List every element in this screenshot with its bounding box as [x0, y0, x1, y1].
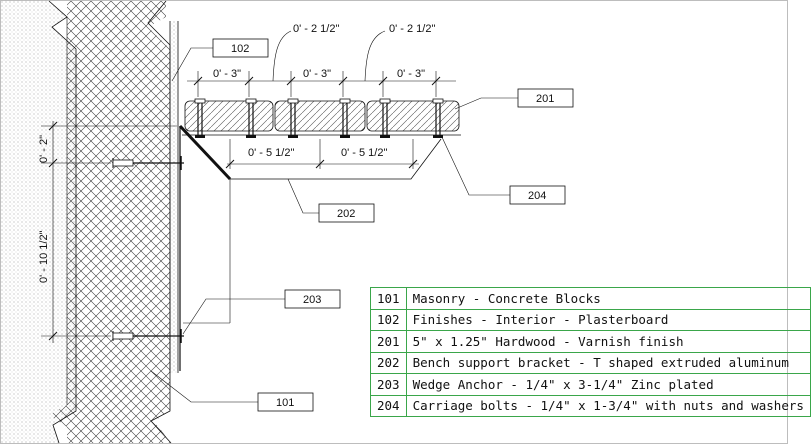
legend-code: 202: [370, 351, 407, 374]
legend-description: Carriage bolts - 1/4" x 1-3/4" with nuts…: [405, 394, 811, 417]
legend-description: Bench support bracket - T shaped extrude…: [405, 351, 811, 374]
masonry-wall: [1, 0, 172, 444]
legend-description: Masonry - Concrete Blocks: [405, 287, 811, 310]
bolt-6: [432, 98, 444, 138]
tag-101-label: 101: [276, 397, 294, 409]
legend-code: 201: [370, 330, 407, 353]
gap-dimension-callouts: 0' - 2 1/2" 0' - 2 1/2": [272, 23, 435, 82]
dim-vertical-large: 0' - 10 1/2": [38, 230, 50, 283]
dim-bolt-spacing-1: 0' - 3": [213, 68, 241, 80]
tag-102: 102: [171, 38, 269, 82]
wedge-anchor-bottom: [112, 329, 184, 343]
legend-code: 204: [370, 394, 407, 417]
dim-gap-right: 0' - 2 1/2": [389, 23, 435, 35]
tag-201: 201: [454, 88, 574, 110]
tag-102-label: 102: [231, 43, 249, 55]
top-dimension-chain: 0' - 3" 0' - 3" 0' - 3": [187, 68, 456, 97]
dim-bolt-spacing-3: 0' - 3": [397, 68, 425, 80]
legend-code: 101: [370, 287, 407, 310]
bolt-5: [379, 98, 391, 138]
hardwood-boards: [184, 100, 460, 132]
dim-bolt-spacing-2: 0' - 3": [303, 68, 331, 80]
carriage-bolts: [194, 98, 444, 138]
tag-203: 203: [182, 289, 341, 335]
bench-section-drawing: 0' - 3" 0' - 3" 0' - 3" 0' - 2 1/2" 0' -…: [1, 0, 574, 444]
legend-code: 203: [370, 373, 407, 396]
tag-204: 204: [440, 134, 566, 205]
bolt-4: [339, 98, 351, 138]
bolt-1: [194, 98, 206, 138]
dim-vertical-small: 0' - 2": [38, 135, 50, 163]
bracket-dimension-chain: 0' - 5 1/2" 0' - 5 1/2": [225, 139, 419, 169]
bolt-3: [287, 98, 299, 138]
wedge-anchor-top: [112, 156, 184, 170]
legend-description: Finishes - Interior - Plasterboard: [405, 308, 811, 331]
plasterboard-finish: [169, 21, 179, 373]
legend-code: 102: [370, 308, 407, 331]
tag-203-label: 203: [303, 294, 321, 306]
tag-201-label: 201: [536, 93, 554, 105]
dim-bracket-right: 0' - 5 1/2": [341, 147, 387, 159]
legend-description: 5" x 1.25" Hardwood - Varnish finish: [405, 330, 811, 353]
legend-description: Wedge Anchor - 1/4" x 3-1/4" Zinc plated: [405, 373, 811, 396]
dim-bracket-left: 0' - 5 1/2": [248, 147, 294, 159]
vertical-dimension-chain: 0' - 2" 0' - 10 1/2": [38, 121, 177, 343]
tag-204-label: 204: [528, 190, 546, 202]
tag-202: 202: [287, 178, 375, 223]
tag-101: 101: [150, 370, 314, 412]
tag-202-label: 202: [337, 208, 355, 220]
bolt-2: [245, 98, 257, 138]
dim-gap-left: 0' - 2 1/2": [293, 23, 339, 35]
